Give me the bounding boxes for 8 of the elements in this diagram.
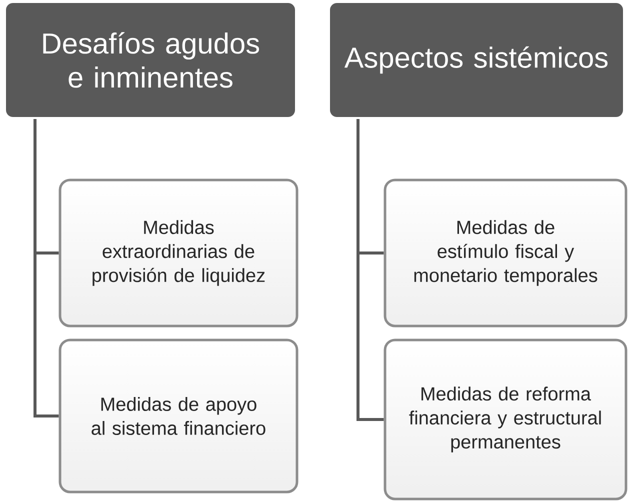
connector-line bbox=[34, 119, 59, 418]
text-box: Medidas extraordinarias de provisión de liquidez bbox=[58, 178, 298, 328]
heading-box: Desafíos agudos e inminentes bbox=[4, 1, 297, 119]
text-box: Medidas de estímulo fiscal y monetario temporales bbox=[384, 178, 628, 328]
connector-line bbox=[356, 119, 384, 421]
text-box: Medidas de apoyo al sistema financiero bbox=[58, 338, 298, 494]
heading-box: Aspectos sistémicos bbox=[328, 1, 625, 119]
text-box: Medidas de reforma financiera y estructural permanentes bbox=[384, 338, 628, 500]
